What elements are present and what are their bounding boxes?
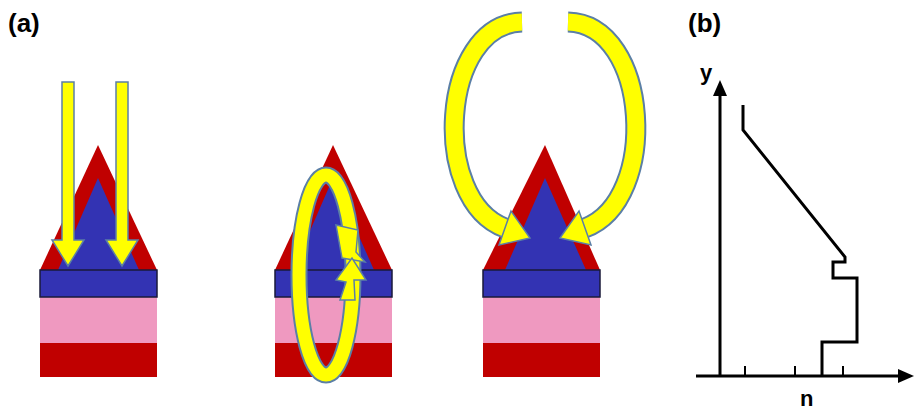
pyramid-structure [454, 22, 636, 377]
arrowhead [499, 211, 530, 245]
bottom-layer [40, 343, 157, 377]
y-axis [719, 92, 722, 376]
panel-label: (a) [8, 10, 40, 36]
pyramid-structure [275, 145, 392, 377]
arrowhead [336, 258, 366, 300]
middle-layer [483, 297, 600, 343]
tick [744, 366, 746, 376]
profile-plot [696, 80, 914, 383]
x-axis [696, 375, 902, 378]
arrowhead [560, 211, 591, 245]
arrow [52, 82, 84, 266]
top-layer [483, 270, 600, 297]
tick [794, 366, 796, 376]
outer-shell [483, 145, 600, 270]
middle-layer [40, 297, 157, 343]
axis-arrowhead [713, 80, 727, 96]
curved-arrow-outline [454, 22, 522, 228]
tick [842, 366, 844, 376]
curved-arrow [568, 22, 636, 228]
arrowhead [336, 225, 365, 262]
curved-arrow [454, 22, 522, 228]
panel-label: (b) [688, 10, 721, 36]
pyramid-structure [40, 82, 157, 377]
axis-label: n [800, 388, 813, 410]
axis-label: y [700, 62, 712, 84]
arrow [106, 82, 138, 266]
top-layer [40, 270, 157, 297]
index-profile [743, 105, 857, 375]
outer-shell [40, 145, 157, 270]
bottom-layer [483, 343, 600, 377]
axis-arrowhead [898, 369, 914, 383]
curved-arrow-outline [568, 22, 636, 228]
